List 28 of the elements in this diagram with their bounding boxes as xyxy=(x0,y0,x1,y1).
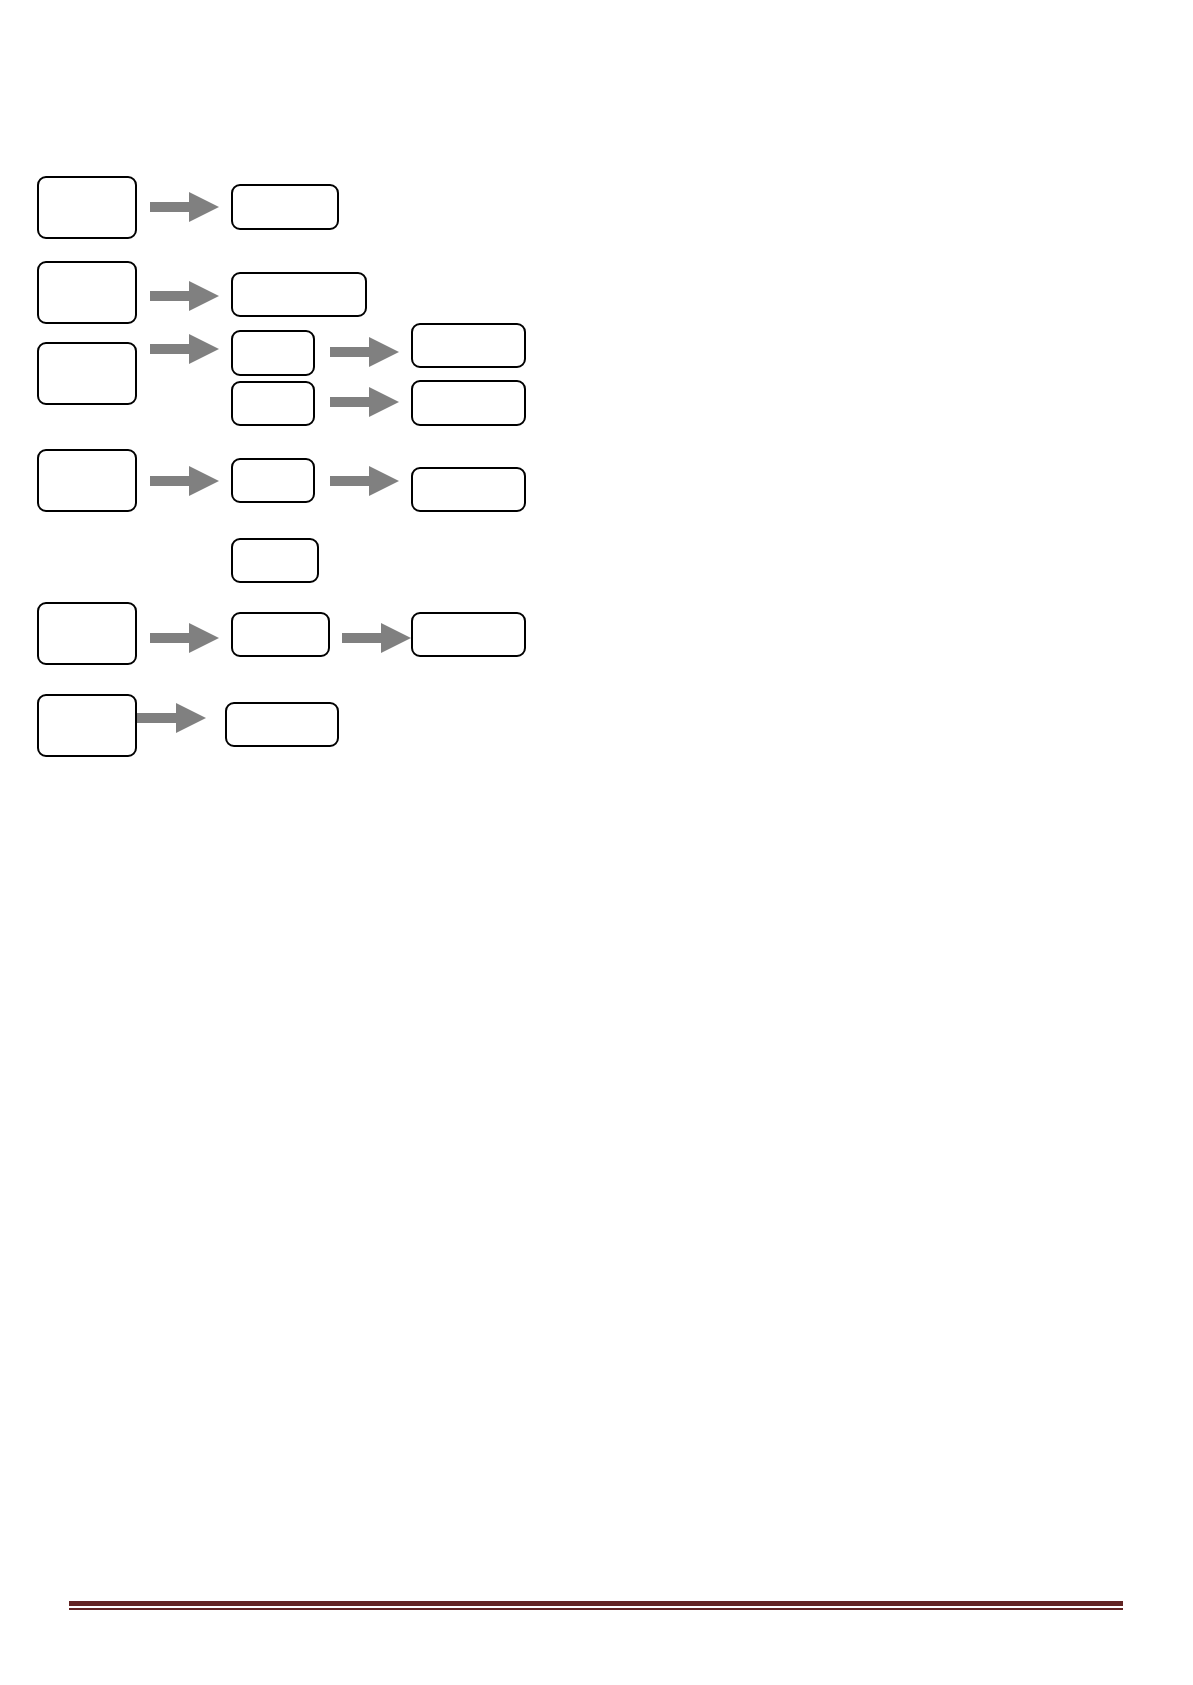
arrow xyxy=(150,623,219,653)
rounded-box xyxy=(37,176,137,239)
rounded-box xyxy=(411,380,526,426)
rounded-box xyxy=(37,694,137,757)
rounded-box xyxy=(411,612,526,657)
rounded-box xyxy=(411,467,526,512)
rounded-box xyxy=(231,272,367,317)
rounded-box xyxy=(231,184,339,230)
arrow xyxy=(150,192,219,222)
arrow xyxy=(150,281,219,311)
arrow xyxy=(150,466,219,496)
arrow xyxy=(330,337,399,367)
rounded-box xyxy=(37,449,137,512)
rounded-box xyxy=(231,612,330,657)
arrow xyxy=(330,387,399,417)
rounded-box xyxy=(231,330,315,376)
rounded-box xyxy=(231,458,315,503)
rounded-box xyxy=(37,342,137,405)
arrow xyxy=(137,703,206,733)
rounded-box xyxy=(231,538,319,583)
rounded-box xyxy=(231,381,315,426)
rounded-box xyxy=(411,323,526,368)
arrow xyxy=(150,334,219,364)
arrow xyxy=(330,466,399,496)
rounded-box xyxy=(37,602,137,665)
rounded-box xyxy=(225,702,339,747)
arrow xyxy=(342,623,411,653)
rounded-box xyxy=(37,261,137,324)
